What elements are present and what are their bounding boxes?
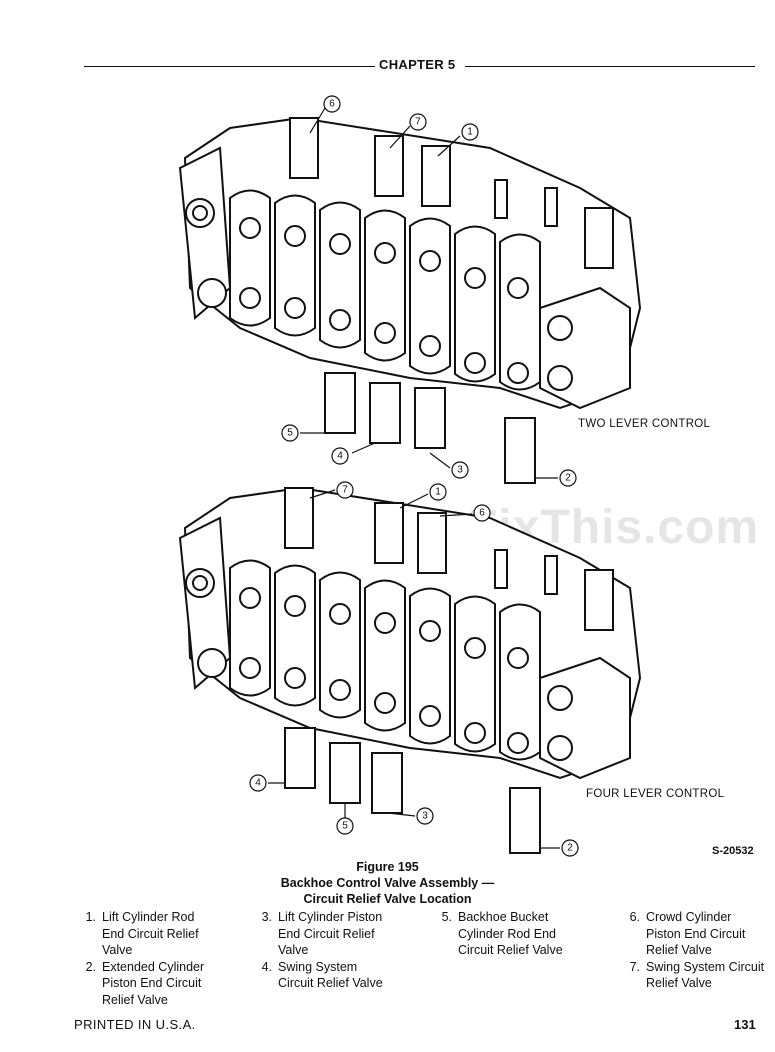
two-lever-control-label: TWO LEVER CONTROL — [578, 418, 711, 430]
callout-bottom-1: 1 — [435, 487, 441, 498]
figure-caption: Figure 195 Backhoe Control Valve Assembl… — [0, 859, 775, 907]
valve-assembly-two-lever-illustration: 6 7 1 5 4 3 2 — [178, 95, 642, 487]
callout-bottom-3: 3 — [422, 811, 428, 822]
part-code: S-20532 — [712, 845, 754, 857]
legend-item: 2.Extended Cylinder Piston End Circuit R… — [85, 959, 205, 1007]
callout-top-5: 5 — [287, 428, 293, 439]
legend-item: 1.Lift Cylinder Rod End Circuit Relief V… — [85, 910, 199, 957]
legend-column-4: 6.Crowd Cylinder Piston End Circuit Reli… — [618, 909, 766, 992]
four-lever-control-label: FOUR LEVER CONTROL — [586, 788, 725, 800]
legend-column-1: 1.Lift Cylinder Rod End Circuit Relief V… — [74, 909, 222, 1008]
figure-number: Figure 195 — [356, 860, 419, 874]
header-rule-right — [465, 66, 755, 67]
figure-title-line2: Circuit Relief Valve Location — [303, 892, 472, 906]
legend-item: 3.Lift Cylinder Piston End Circuit Relie… — [261, 910, 383, 957]
callout-top-6: 6 — [329, 99, 335, 110]
page-number: 131 — [734, 1017, 756, 1032]
legend-item: 7.Swing System Circuit Relief Valve — [629, 959, 765, 991]
callout-bottom-5: 5 — [342, 821, 348, 832]
legend-item: 4.Swing System Circuit Relief Valve — [261, 959, 383, 991]
valve-assembly-four-lever-illustration: 7 1 6 4 5 3 2 — [178, 481, 642, 857]
callout-top-3: 3 — [457, 465, 463, 476]
chapter-title: CHAPTER 5 — [379, 57, 456, 72]
legend-item: 6.Crowd Cylinder Piston End Circuit Reli… — [629, 910, 746, 957]
callout-top-4: 4 — [337, 451, 343, 462]
callout-bottom-2: 2 — [567, 843, 573, 854]
callout-bottom-4: 4 — [255, 778, 261, 789]
callout-bottom-6: 6 — [479, 508, 485, 519]
callout-top-7: 7 — [415, 117, 421, 128]
figure-title-line1: Backhoe Control Valve Assembly — — [280, 876, 495, 890]
printed-in-usa: PRINTED IN U.S.A. — [74, 1017, 196, 1032]
callout-bottom-7: 7 — [342, 485, 348, 496]
legend-column-2: 3.Lift Cylinder Piston End Circuit Relie… — [250, 909, 396, 992]
callout-top-1: 1 — [467, 127, 473, 138]
legend-item: 5.Backhoe Bucket Cylinder Rod End Circui… — [441, 910, 563, 957]
callout-top-2: 2 — [565, 473, 571, 484]
header-rule-left — [84, 66, 375, 67]
legend-column-3: 5.Backhoe Bucket Cylinder Rod End Circui… — [430, 909, 580, 959]
